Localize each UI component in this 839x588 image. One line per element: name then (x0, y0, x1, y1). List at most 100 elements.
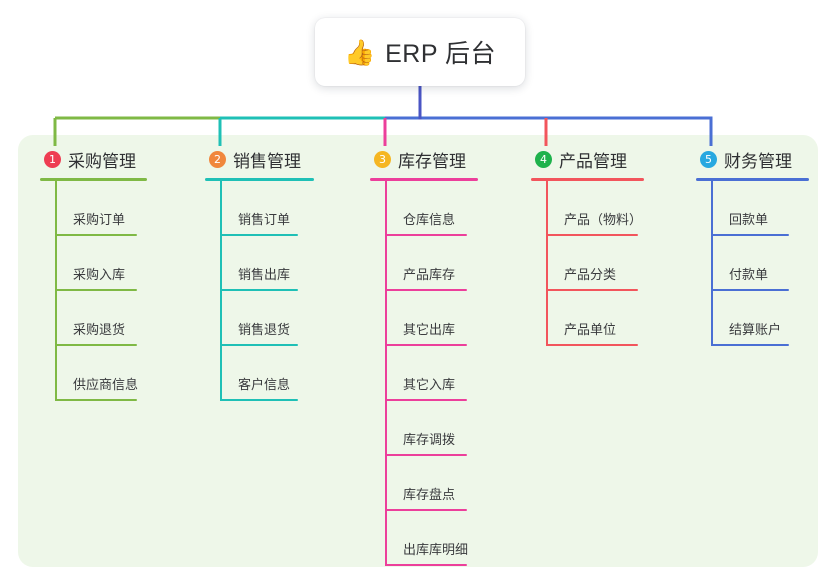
child-underline (385, 234, 467, 236)
branch-header[interactable]: 1 采购管理 (40, 146, 147, 172)
branch-库存管理[interactable]: 3 库存管理仓库信息产品库存其它出库其它入库库存调拨库存盘点出库库明细 (370, 146, 478, 566)
branch-index-badge: 3 (374, 150, 391, 168)
branch-child-item[interactable]: 销售订单 (205, 181, 314, 236)
branch-spine (220, 181, 222, 401)
child-label: 采购退货 (73, 322, 126, 337)
branch-children: 回款单付款单结算账户 (696, 181, 809, 346)
child-underline (711, 234, 789, 236)
branch-child-item[interactable]: 客户信息 (205, 346, 314, 401)
child-label: 库存调拨 (403, 432, 456, 447)
branch-child-item[interactable]: 产品库存 (370, 236, 478, 291)
child-underline (385, 564, 467, 566)
branch-index-badge: 2 (209, 150, 226, 168)
child-underline (220, 234, 298, 236)
child-label: 供应商信息 (73, 377, 139, 392)
child-label: 客户信息 (238, 377, 291, 392)
child-underline (546, 234, 638, 236)
branch-children: 仓库信息产品库存其它出库其它入库库存调拨库存盘点出库库明细 (370, 181, 478, 566)
child-underline (220, 399, 298, 401)
branch-children: 销售订单销售出库销售退货客户信息 (205, 181, 314, 401)
branch-underline (370, 178, 478, 181)
root-node[interactable]: 👍 ERP 后台 (315, 18, 525, 86)
branch-child-item[interactable]: 库存盘点 (370, 456, 478, 511)
child-label: 仓库信息 (403, 212, 456, 227)
child-label: 产品单位 (564, 322, 617, 337)
branch-label: 销售管理 (233, 151, 301, 171)
branch-children: 采购订单采购入库采购退货供应商信息 (40, 181, 147, 401)
child-label: 出库库明细 (403, 542, 469, 557)
child-label: 销售订单 (238, 212, 291, 227)
branch-产品管理[interactable]: 4 产品管理产品（物料） 产品分类产品单位 (531, 146, 644, 346)
branch-child-item[interactable]: 回款单 (696, 181, 809, 236)
child-underline (385, 509, 467, 511)
root-title: ERP 后台 (385, 40, 497, 68)
child-label: 产品分类 (564, 267, 617, 282)
child-underline (55, 344, 137, 346)
branch-child-item[interactable]: 产品分类 (531, 236, 644, 291)
child-underline (55, 289, 137, 291)
branch-child-item[interactable]: 其它入库 (370, 346, 478, 401)
child-underline (220, 289, 298, 291)
branch-underline (205, 178, 314, 181)
branch-child-item[interactable]: 付款单 (696, 236, 809, 291)
branch-child-item[interactable]: 采购入库 (40, 236, 147, 291)
child-underline (385, 399, 467, 401)
child-underline (55, 399, 137, 401)
branch-header[interactable]: 4 产品管理 (531, 146, 644, 172)
child-label: 其它入库 (403, 377, 456, 392)
child-underline (220, 344, 298, 346)
child-label: 产品（物料） (564, 212, 643, 227)
branch-label: 库存管理 (398, 151, 466, 171)
branch-spine (55, 181, 57, 401)
branch-label: 财务管理 (724, 151, 792, 171)
branch-underline (531, 178, 644, 181)
branch-spine (385, 181, 387, 566)
branch-财务管理[interactable]: 5 财务管理回款单付款单结算账户 (696, 146, 809, 346)
branch-child-item[interactable]: 产品单位 (531, 291, 644, 346)
branch-index-badge: 5 (700, 150, 717, 168)
branch-child-item[interactable]: 产品（物料） (531, 181, 644, 236)
branch-label: 产品管理 (559, 151, 627, 171)
branch-spine (546, 181, 548, 346)
branch-child-item[interactable]: 采购退货 (40, 291, 147, 346)
child-underline (711, 344, 789, 346)
child-underline (546, 289, 638, 291)
branch-child-item[interactable]: 库存调拨 (370, 401, 478, 456)
branch-header[interactable]: 3 库存管理 (370, 146, 478, 172)
child-label: 采购入库 (73, 267, 126, 282)
branch-child-item[interactable]: 仓库信息 (370, 181, 478, 236)
branch-underline (40, 178, 147, 181)
branch-child-item[interactable]: 其它出库 (370, 291, 478, 346)
child-label: 结算账户 (729, 322, 782, 337)
branch-index-badge: 1 (44, 150, 61, 168)
child-underline (546, 344, 638, 346)
branch-child-item[interactable]: 采购订单 (40, 181, 147, 236)
child-underline (385, 344, 467, 346)
thumbs-up-icon: 👍 (343, 37, 376, 67)
child-label: 付款单 (729, 267, 769, 282)
branch-销售管理[interactable]: 2 销售管理销售订单销售出库销售退货客户信息 (205, 146, 314, 401)
branch-child-item[interactable]: 销售退货 (205, 291, 314, 346)
child-label: 回款单 (729, 212, 769, 227)
child-label: 产品库存 (403, 267, 456, 282)
branch-child-item[interactable]: 出库库明细 (370, 511, 478, 566)
branch-child-item[interactable]: 供应商信息 (40, 346, 147, 401)
branch-child-item[interactable]: 销售出库 (205, 236, 314, 291)
child-label: 库存盘点 (403, 487, 456, 502)
branch-child-item[interactable]: 结算账户 (696, 291, 809, 346)
child-underline (711, 289, 789, 291)
branch-采购管理[interactable]: 1 采购管理采购订单采购入库采购退货供应商信息 (40, 146, 147, 401)
branch-index-badge: 4 (535, 150, 552, 168)
branch-header[interactable]: 2 销售管理 (205, 146, 314, 172)
branch-children: 产品（物料） 产品分类产品单位 (531, 181, 644, 346)
child-label: 其它出库 (403, 322, 456, 337)
branch-underline (696, 178, 809, 181)
root-node-content: 👍 ERP 后台 (344, 34, 496, 70)
branch-header[interactable]: 5 财务管理 (696, 146, 809, 172)
child-underline (385, 454, 467, 456)
branch-spine (711, 181, 713, 346)
child-underline (55, 234, 137, 236)
child-label: 采购订单 (73, 212, 126, 227)
branch-label: 采购管理 (68, 151, 136, 171)
